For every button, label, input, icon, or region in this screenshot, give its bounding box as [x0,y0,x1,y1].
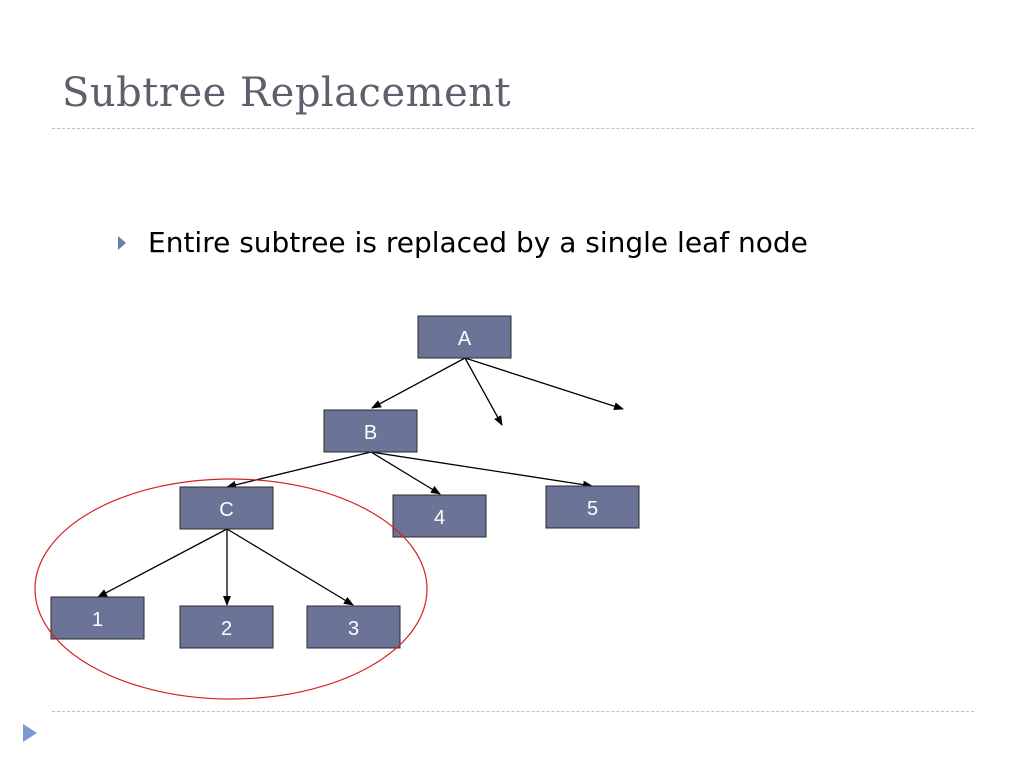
node-c: C [179,486,274,530]
tree-edges [97,357,624,606]
edge-b-4 [370,451,441,495]
subtree-highlight-ellipse [34,478,428,700]
bullet-arrow-icon [118,235,126,250]
node-c-label: C [219,499,233,521]
node-4-label: 4 [434,507,445,529]
node-2: 2 [179,605,274,649]
bullet-text: Entire subtree is replaced by a single l… [148,226,808,259]
edge-c-1 [97,528,228,598]
node-2-label: 2 [221,618,232,640]
edge-b-c [226,451,372,489]
node-5: 5 [545,485,640,529]
node-3: 3 [306,605,401,649]
edge-a-open-right [464,357,624,411]
slide-nav-arrow-icon [23,724,37,742]
title-divider [52,128,974,129]
footer-divider [52,711,974,712]
edge-a-open-left [464,357,503,426]
tree-nodes: A B C 4 5 1 2 [50,315,640,649]
node-4: 4 [392,494,487,538]
node-a: A [417,315,512,359]
edge-b-5 [370,451,593,489]
node-a-label: A [458,328,472,350]
bullet-item: Entire subtree is replaced by a single l… [118,226,808,259]
edge-a-b [371,357,466,409]
node-3-label: 3 [348,618,359,640]
edge-c-3 [226,528,354,606]
node-1: 1 [50,596,145,640]
node-b-label: B [364,422,377,444]
node-1-label: 1 [92,609,103,631]
slide-title: Subtree Replacement [62,70,512,116]
node-5-label: 5 [587,498,598,520]
node-b: B [323,409,418,453]
